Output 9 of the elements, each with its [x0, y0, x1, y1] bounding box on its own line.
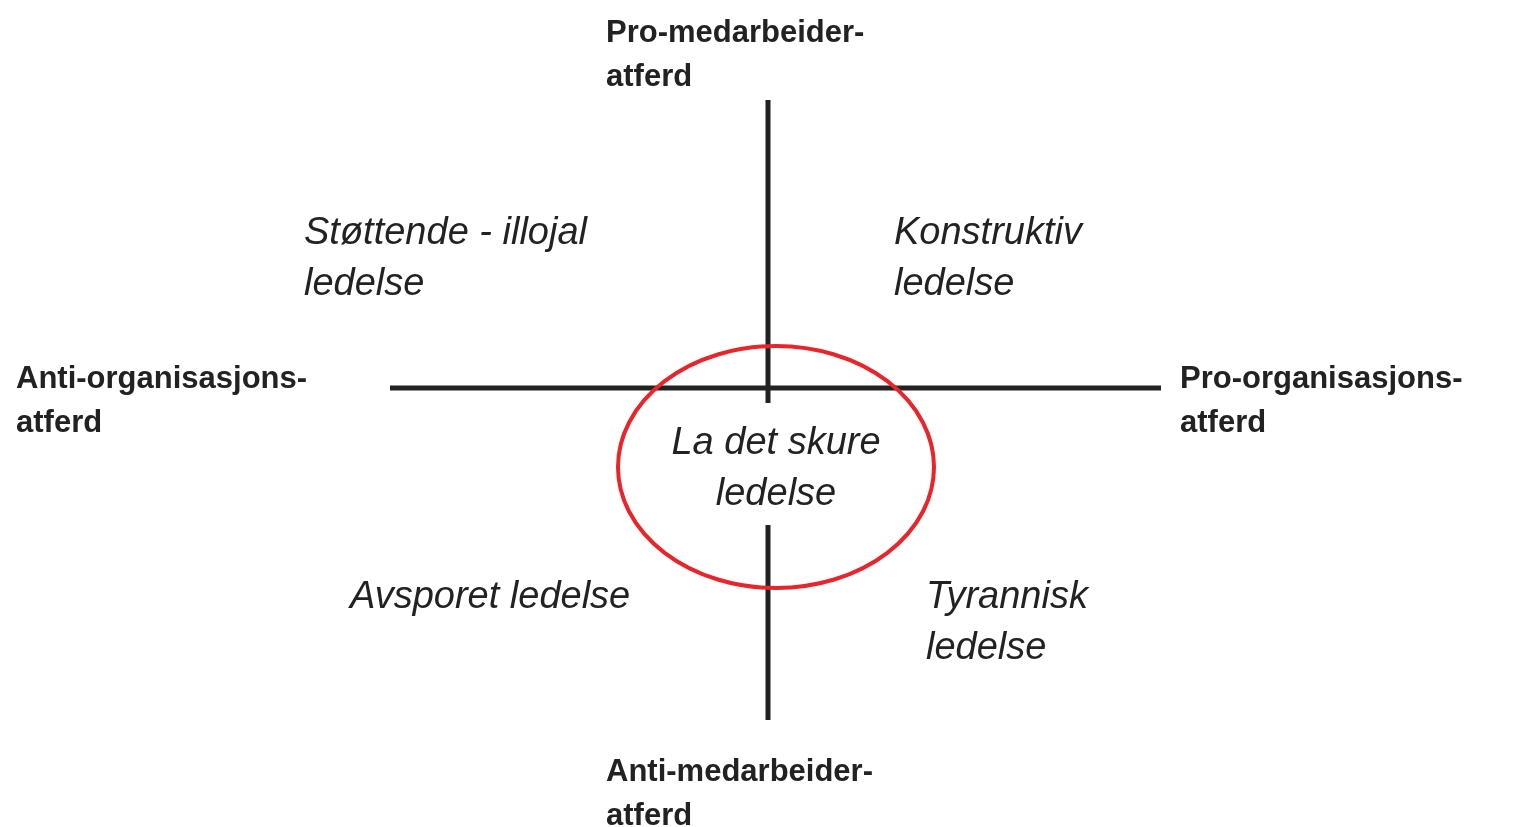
- axis-label: Anti-medarbeider- atferd: [606, 752, 874, 827]
- quadrant-label: Tyrannisk ledelse: [926, 573, 1091, 669]
- quadrant-label: Konstruktiv ledelse: [894, 209, 1085, 305]
- quadrant-label: Avsporet ledelse: [350, 573, 632, 618]
- ellipse-label: La det skure ledelse: [670, 419, 882, 515]
- axis-label: Pro-organisasjons- atferd: [1180, 359, 1464, 441]
- axis-label: Anti-organisasjons- atferd: [16, 359, 309, 441]
- axis-label: Pro-medarbeider- atferd: [606, 13, 866, 95]
- quadrant-label: Støttende - illojal ledelse: [304, 209, 589, 305]
